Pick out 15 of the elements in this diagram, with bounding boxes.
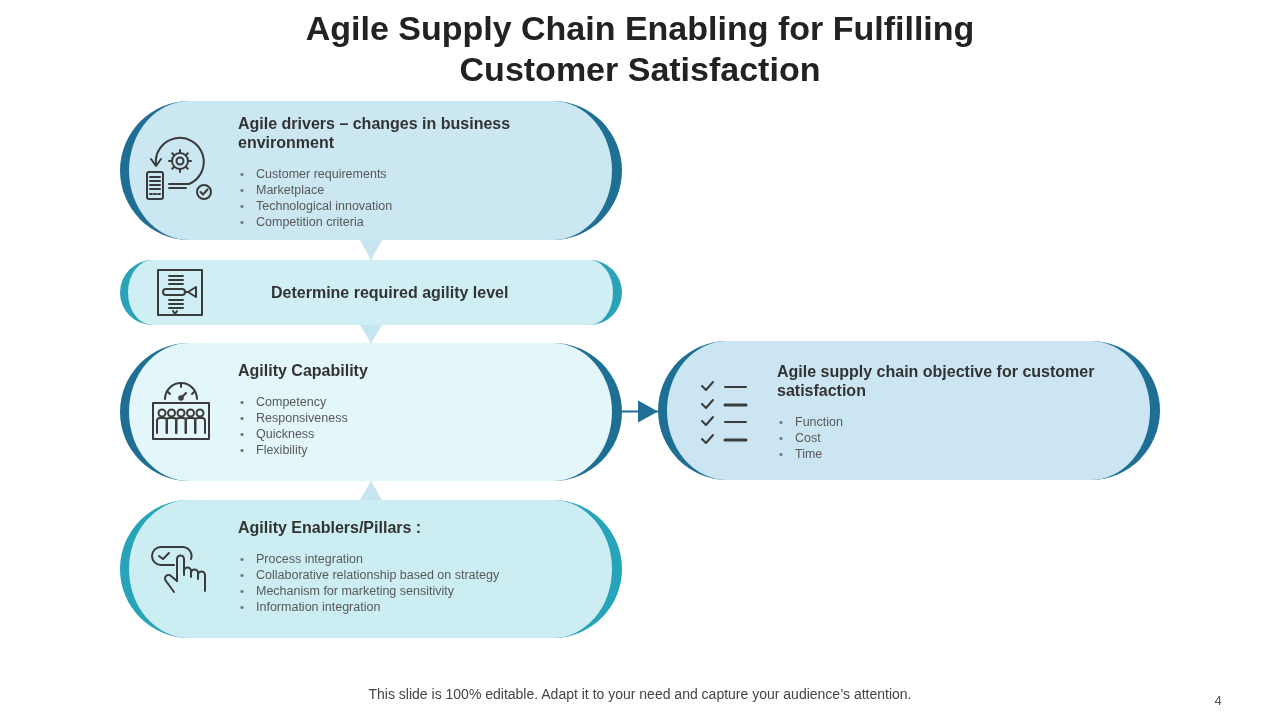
bullet-item: Responsiveness <box>238 410 348 426</box>
connector-arrow <box>360 324 382 344</box>
connector-arrow <box>360 239 382 261</box>
footer-note: This slide is 100% editable. Adapt it to your need and capture your audience’s attention. <box>367 686 913 702</box>
node-heading: Agility Capability <box>238 361 369 380</box>
slide-title: Agile Supply Chain Enabling for Fulfilling Customer Satisfaction <box>304 8 976 90</box>
page-number: 4 <box>1213 693 1223 708</box>
bullet-item: Technological innovation <box>238 198 393 214</box>
connector-arrow <box>360 480 382 501</box>
connector-arrow <box>621 400 659 423</box>
node-heading: Agile supply chain objective for customer satisfaction <box>777 362 1096 400</box>
bullet-item: Collaborative relationship based on strategy <box>238 567 500 583</box>
node-heading: Agility Enablers/Pillars : <box>238 518 423 537</box>
node-heading: Agile drivers – changes in business environment <box>238 114 512 152</box>
node-heading: Determine required agility level <box>271 283 510 302</box>
